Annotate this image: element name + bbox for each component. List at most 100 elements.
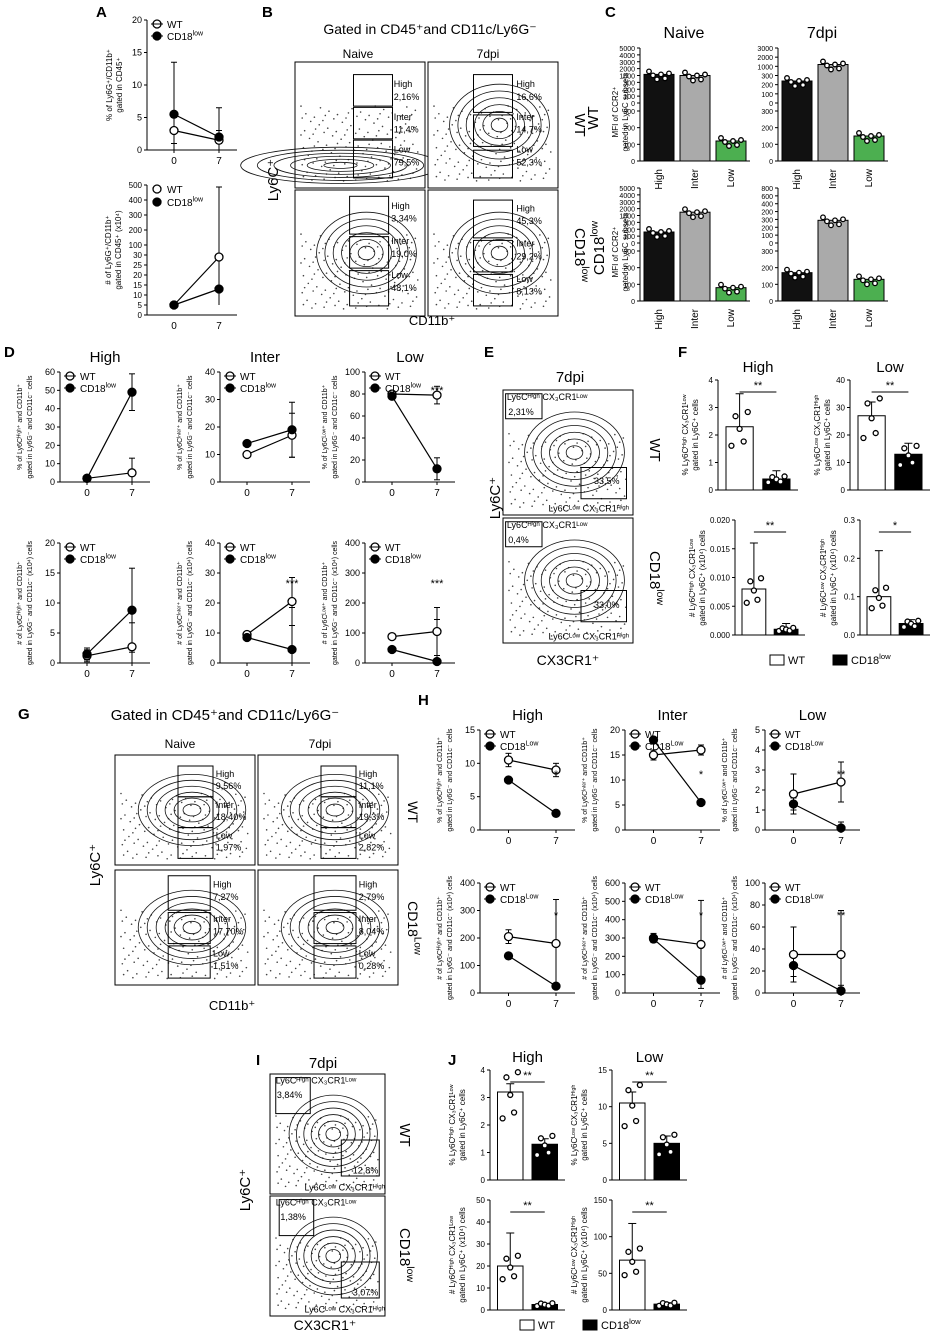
- event-dot: [549, 279, 552, 281]
- event-dot: [407, 164, 409, 167]
- y-tick-label: 0: [615, 988, 620, 998]
- gate-label: High: [216, 769, 235, 779]
- event-dot: [134, 802, 137, 804]
- c-cd-7dpi-bar: [817, 219, 849, 302]
- y-tick-label: 0.2: [844, 554, 856, 563]
- event-dot: [277, 1182, 279, 1184]
- event-dot: [605, 604, 608, 607]
- event-dot: [337, 300, 340, 303]
- event-dot: [349, 1158, 352, 1160]
- event-dot: [313, 813, 315, 816]
- event-dot: [503, 284, 506, 286]
- event-dot: [120, 935, 122, 938]
- event-dot: [509, 118, 512, 120]
- event-dot: [519, 308, 522, 310]
- event-dot: [333, 921, 335, 924]
- individual-point: [856, 273, 862, 280]
- event-dot: [480, 286, 483, 289]
- event-dot: [310, 1268, 312, 1271]
- event-dot: [146, 841, 149, 844]
- event-dot: [401, 255, 403, 257]
- event-dot: [313, 244, 316, 246]
- event-dot: [306, 939, 309, 942]
- event-dot: [368, 242, 370, 245]
- panel-i-xlabel: CX3CR1⁺: [294, 1317, 357, 1333]
- y-tick-label: 0: [355, 658, 360, 668]
- event-dot: [283, 1251, 286, 1254]
- y-tick-label: 0: [769, 299, 773, 306]
- event-dot: [312, 803, 314, 805]
- event-dot: [187, 834, 190, 836]
- data-point-cd18: [648, 735, 659, 745]
- event-dot: [530, 603, 532, 606]
- gate-label: Inter: [516, 239, 534, 249]
- event-dot: [238, 814, 241, 817]
- data-point-wt: [287, 596, 297, 607]
- x-tick-label: 0: [171, 156, 177, 167]
- event-dot: [396, 247, 398, 250]
- event-dot: [481, 269, 484, 272]
- panel-e-row-wt: WT: [646, 438, 663, 461]
- event-dot: [449, 157, 451, 160]
- event-dot: [406, 234, 408, 236]
- event-dot: [357, 174, 359, 176]
- individual-point: [872, 137, 878, 143]
- event-dot: [435, 274, 438, 277]
- event-dot: [221, 834, 224, 837]
- chart-title: Low: [799, 707, 827, 724]
- bar-cd18: [653, 1142, 680, 1181]
- data-point-wt: [214, 252, 224, 262]
- event-dot: [297, 936, 300, 939]
- event-dot: [517, 448, 520, 450]
- event-dot: [271, 835, 273, 838]
- event-dot: [205, 916, 208, 919]
- x-category-label: Low: [726, 308, 737, 327]
- event-dot: [263, 817, 265, 820]
- event-dot: [323, 961, 326, 963]
- event-dot: [408, 275, 411, 278]
- event-dot: [520, 588, 522, 591]
- event-dot: [514, 626, 516, 629]
- y-tick-label: 5: [470, 792, 475, 802]
- event-dot: [161, 970, 163, 973]
- event-dot: [307, 1272, 309, 1275]
- event-dot: [328, 1176, 330, 1179]
- y-tick-label: 100: [129, 241, 143, 250]
- contour-line: [532, 546, 617, 615]
- y-tick-label: 5000: [619, 186, 635, 193]
- event-dot: [314, 839, 317, 842]
- event-dot: [455, 148, 457, 151]
- event-dot: [610, 484, 612, 486]
- event-dot: [203, 803, 205, 806]
- data-point-cd18: [214, 132, 224, 142]
- event-dot: [124, 931, 126, 934]
- individual-point: [658, 71, 664, 78]
- event-dot: [355, 1299, 358, 1302]
- event-dot: [494, 297, 496, 300]
- event-dot: [593, 605, 595, 608]
- panel-b-xlabel: CD11b⁺: [409, 313, 455, 328]
- event-dot: [314, 1126, 317, 1129]
- y-tick-label: 0: [210, 477, 215, 487]
- y-tick-label: 5: [603, 1139, 608, 1148]
- individual-point: [686, 210, 692, 217]
- individual-point: [832, 217, 838, 224]
- flow-b-wt-7dpi-contours: [433, 83, 552, 182]
- event-dot: [301, 291, 304, 294]
- event-dot: [316, 1166, 319, 1168]
- individual-point: [503, 1255, 510, 1262]
- data-point-cd18: [648, 934, 659, 944]
- event-dot: [375, 941, 377, 943]
- individual-point: [868, 415, 875, 422]
- event-dot: [433, 262, 435, 264]
- event-dot: [285, 964, 288, 967]
- event-dot: [172, 824, 175, 827]
- panel-c-ylabel: gated in Ly6C subsets: [621, 73, 630, 152]
- x-tick-label: 7: [289, 669, 295, 680]
- y-tick-label: 300: [623, 220, 635, 227]
- event-dot: [554, 502, 557, 505]
- event-dot: [348, 1174, 351, 1176]
- series-line-cd18: [86, 391, 133, 479]
- event-dot: [302, 274, 305, 277]
